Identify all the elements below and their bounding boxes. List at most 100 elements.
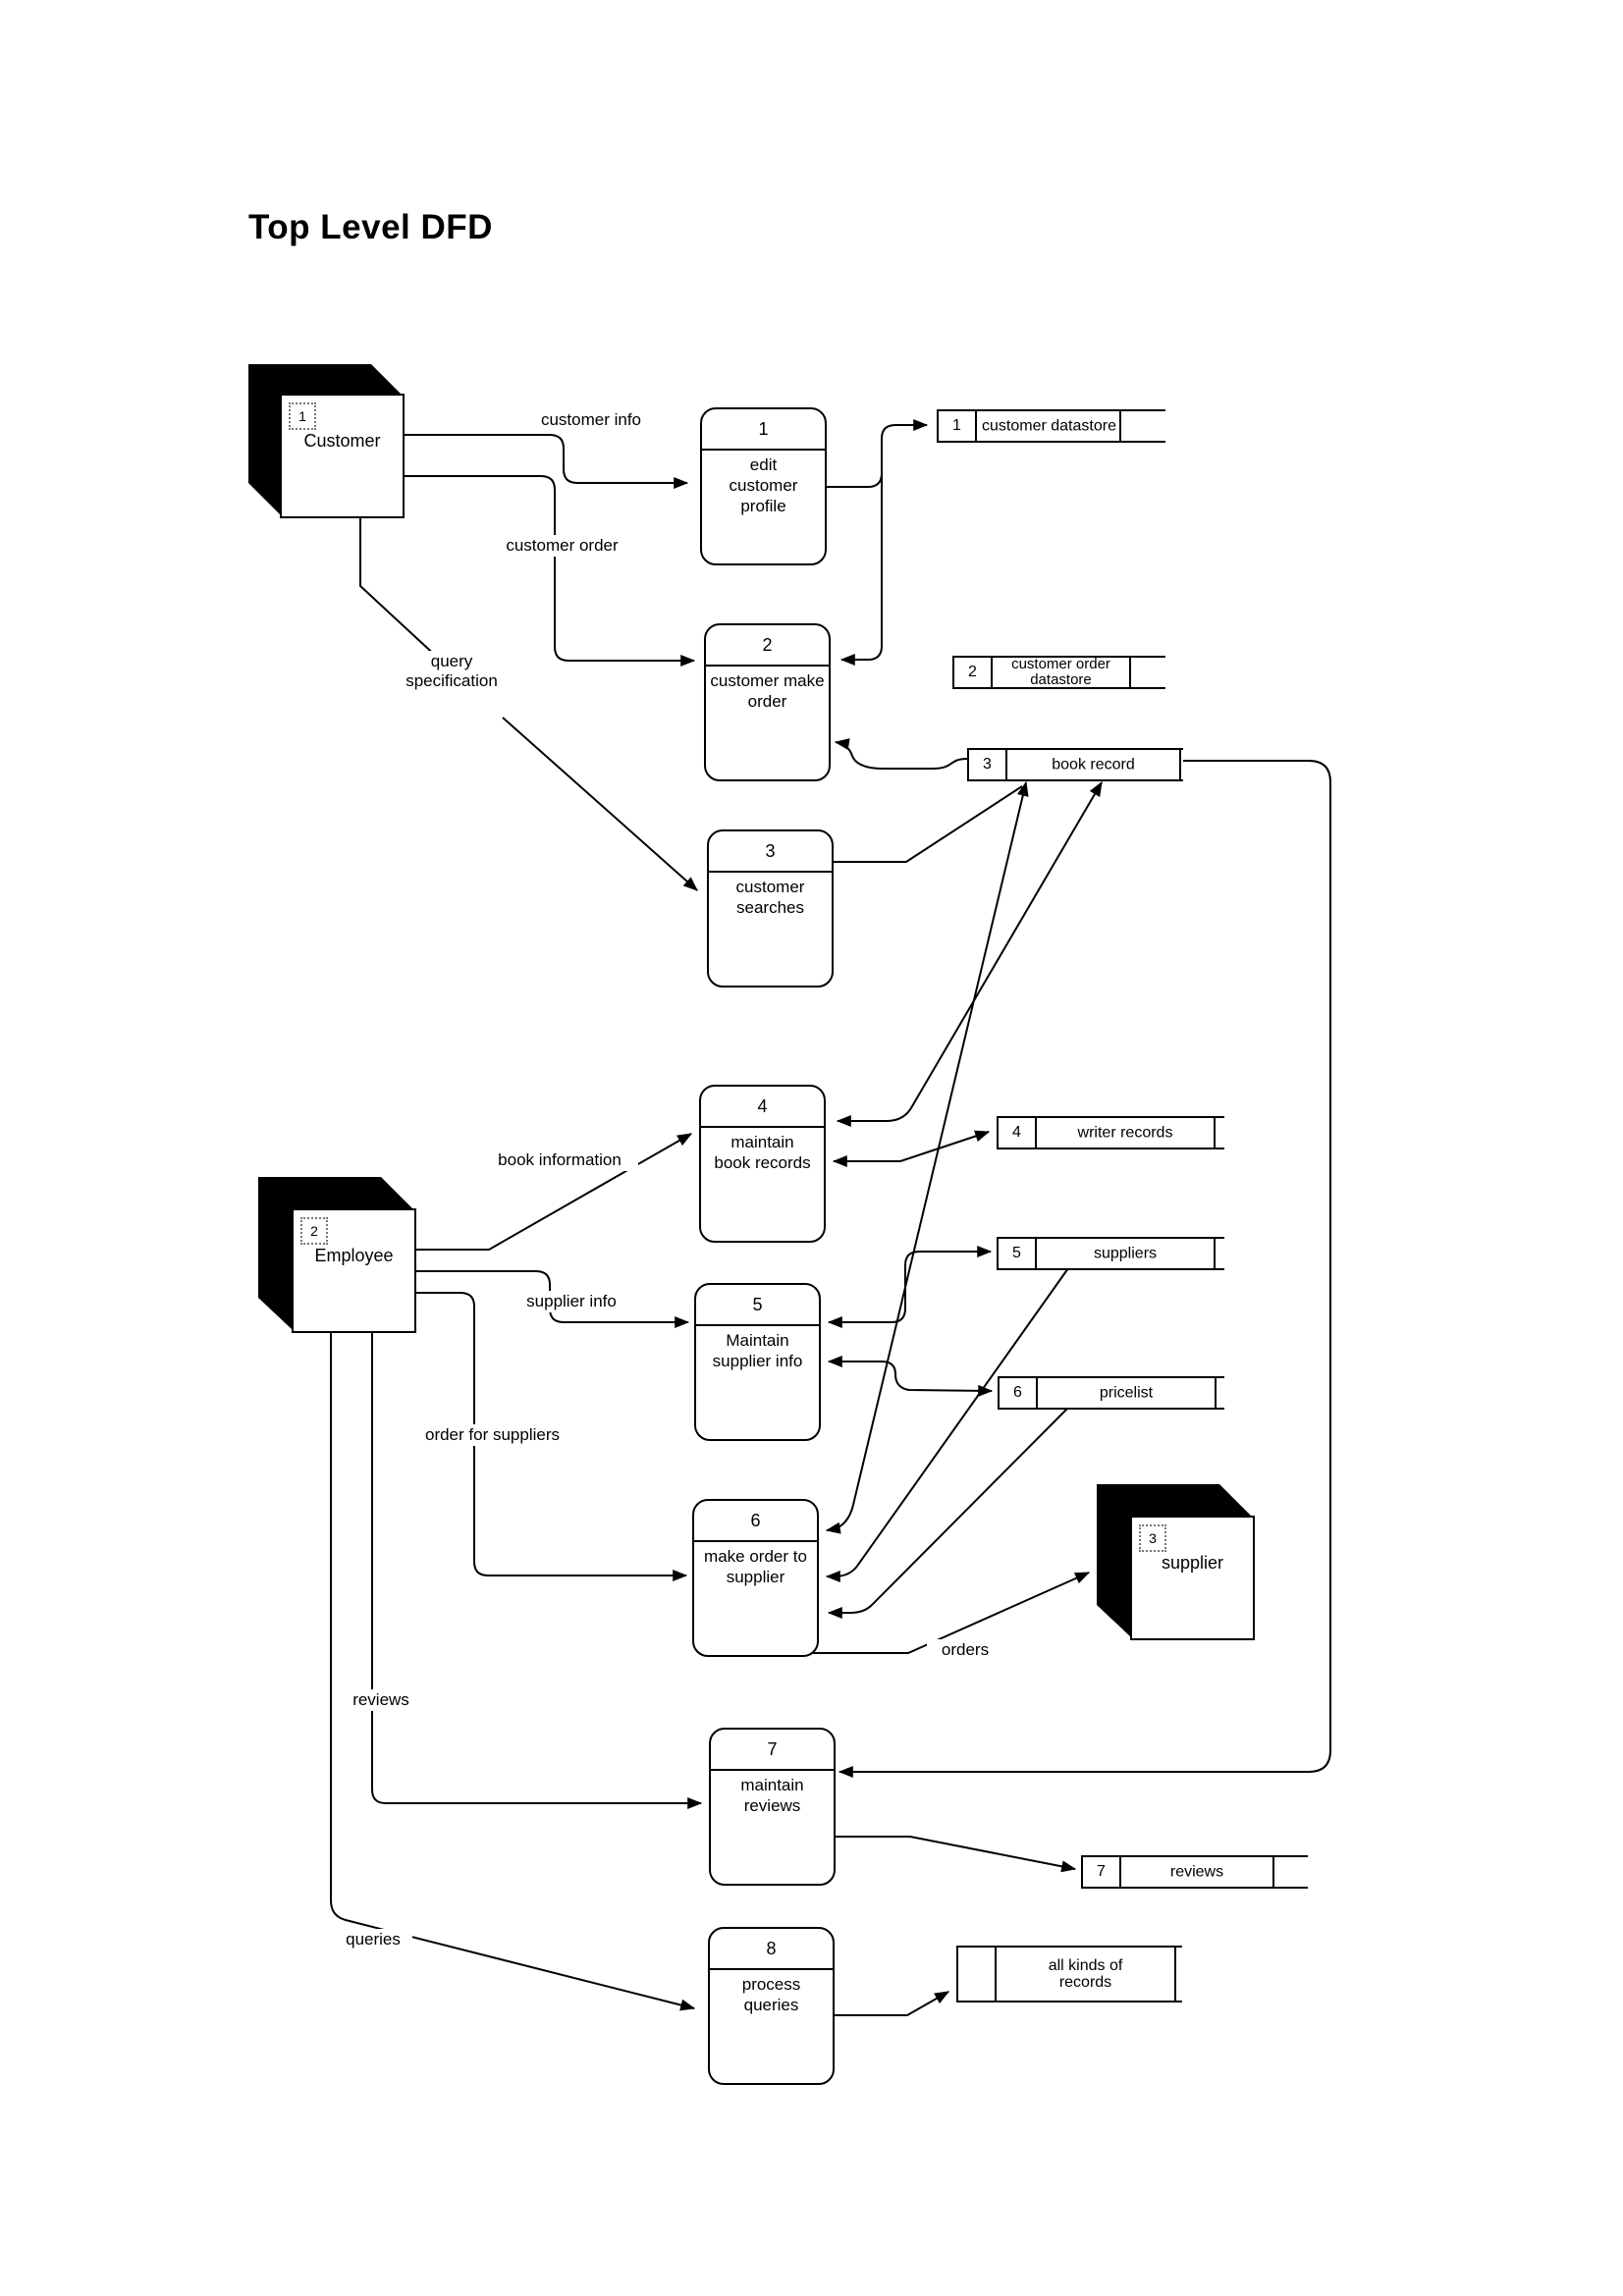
flow-ds3-p6 — [825, 780, 1029, 1534]
process-4-label: maintain book records — [714, 1133, 811, 1172]
flow-p5-ds5 — [827, 1246, 993, 1328]
process-1-number: 1 — [702, 409, 825, 451]
datastore-5-number: 5 — [999, 1239, 1037, 1268]
entity-employee-label: Employee — [314, 1246, 394, 1265]
flow-queries — [330, 1329, 696, 2011]
datastore-2-right-edge — [1129, 658, 1131, 687]
datastore-7-number: 7 — [1083, 1857, 1121, 1887]
process-5-maintain-supplier-info: 5 Maintain supplier info — [694, 1283, 821, 1441]
process-2-customer-make-order: 2 customer make order — [704, 623, 831, 781]
process-8-label: process queries — [741, 1975, 801, 2014]
datastore-4-writer-records: 4 writer records — [997, 1116, 1224, 1149]
supplier-entity-shadow — [1097, 1484, 1251, 1636]
customer-entity-shadow — [248, 364, 401, 514]
entity-customer-number: 1 — [289, 402, 316, 430]
entity-supplier: 3 supplier — [1130, 1516, 1255, 1640]
process-1-label: edit customer profile — [729, 455, 798, 515]
entity-employee-number: 2 — [300, 1217, 328, 1245]
datastore-6-pricelist: 6 pricelist — [998, 1376, 1224, 1410]
employee-entity-shadow — [258, 1177, 412, 1329]
process-7-maintain-reviews: 7 maintain reviews — [709, 1728, 836, 1886]
process-7-number: 7 — [711, 1730, 834, 1771]
datastore-3-label: book record — [1052, 756, 1135, 774]
process-8-process-queries: 8 process queries — [708, 1927, 835, 2085]
flow-label-reviews: reviews — [344, 1689, 418, 1711]
process-7-label: maintain reviews — [740, 1776, 804, 1815]
flow-reviews — [371, 1329, 703, 1809]
entity-supplier-label: supplier — [1161, 1553, 1224, 1573]
datastore-4-right-edge — [1214, 1118, 1216, 1148]
flow-book-information — [412, 1133, 693, 1251]
flow-orders — [797, 1572, 1091, 1654]
datastore-8-all-kinds-of-records: all kinds of records — [956, 1946, 1182, 2002]
flow-ds1-to-p2 — [839, 439, 883, 666]
flow-label-customer-order: customer order — [489, 535, 635, 557]
flow-query-spec-a — [359, 514, 441, 661]
process-3-label: customer searches — [735, 878, 805, 917]
flow-ds6-to-p6 — [827, 1407, 1069, 1619]
process-6-make-order-to-supplier: 6 make order to supplier — [692, 1499, 819, 1657]
process-6-label: make order to supplier — [704, 1547, 807, 1586]
datastore-2-number: 2 — [954, 658, 993, 687]
datastore-5-label: suppliers — [1093, 1245, 1158, 1262]
datastore-3-right-edge — [1179, 750, 1181, 779]
datastore-4-label: writer records — [1077, 1124, 1173, 1142]
datastore-2-customer-order-datastore: 2 customer order datastore — [952, 656, 1165, 689]
datastore-7-reviews: 7 reviews — [1081, 1855, 1308, 1889]
entity-employee: 2 Employee — [292, 1208, 416, 1333]
process-5-number: 5 — [696, 1285, 819, 1326]
flow-label-customer-info: customer info — [525, 409, 657, 431]
flow-ds5-to-p6 — [825, 1267, 1069, 1582]
datastore-8-number — [958, 1948, 997, 2001]
flow-p3-to-ds3 — [830, 785, 1023, 863]
flow-ds3-to-p2 — [834, 738, 968, 770]
datastore-6-label: pricelist — [1099, 1384, 1154, 1402]
datastore-6-number: 6 — [1000, 1378, 1038, 1408]
process-4-number: 4 — [701, 1087, 824, 1128]
datastore-7-right-edge — [1272, 1857, 1274, 1887]
datastore-6-right-edge — [1215, 1378, 1217, 1408]
datastore-5-suppliers: 5 suppliers — [997, 1237, 1224, 1270]
datastore-3-book-record: 3 book record — [967, 748, 1183, 781]
datastore-1-label: customer datastore — [982, 417, 1116, 435]
datastore-8-label: all kinds of records — [1048, 1957, 1123, 1991]
process-2-label: customer make order — [710, 671, 825, 711]
datastore-7-label: reviews — [1169, 1863, 1224, 1881]
datastore-5-right-edge — [1214, 1239, 1216, 1268]
flow-customer-info — [401, 434, 689, 489]
entity-supplier-number: 3 — [1139, 1524, 1166, 1552]
datastore-4-number: 4 — [999, 1118, 1037, 1148]
datastore-1-customer-datastore: 1 customer datastore — [937, 409, 1165, 443]
flow-p4-ds4 — [832, 1130, 991, 1167]
entity-customer: 1 Customer — [280, 394, 405, 518]
flow-p8-to-ds8 — [831, 1991, 950, 2016]
flow-label-queries: queries — [334, 1929, 412, 1950]
flow-label-supplier-info: supplier info — [511, 1291, 632, 1312]
process-1-edit-customer-profile: 1 edit customer profile — [700, 407, 827, 565]
flow-label-orders: orders — [927, 1639, 1003, 1661]
process-3-customer-searches: 3 customer searches — [707, 829, 834, 988]
datastore-2-label: customer order datastore — [1011, 656, 1110, 688]
flow-customer-order — [401, 475, 696, 667]
datastore-1-right-edge — [1119, 411, 1121, 441]
datastore-3-number: 3 — [969, 750, 1007, 779]
datastore-8-right-edge — [1174, 1948, 1176, 2001]
process-2-number: 2 — [706, 625, 829, 667]
flow-label-order-for-suppliers: order for suppliers — [405, 1424, 580, 1446]
datastore-1-number: 1 — [939, 411, 977, 441]
process-4-maintain-book-records: 4 maintain book records — [699, 1085, 826, 1243]
process-6-number: 6 — [694, 1501, 817, 1542]
flow-p7-to-ds7 — [832, 1836, 1077, 1873]
entity-customer-label: Customer — [303, 431, 381, 451]
process-3-number: 3 — [709, 831, 832, 873]
page-title: Top Level DFD — [248, 208, 493, 246]
flow-p5-ds6 — [827, 1356, 994, 1397]
process-8-number: 8 — [710, 1929, 833, 1970]
flow-query-spec-b — [502, 717, 698, 891]
flow-ds3-p4 — [836, 780, 1103, 1127]
flow-label-query-specification: query specification — [381, 651, 522, 692]
flow-ds3-to-p7 — [838, 760, 1331, 1778]
flow-label-book-information: book information — [481, 1149, 638, 1171]
